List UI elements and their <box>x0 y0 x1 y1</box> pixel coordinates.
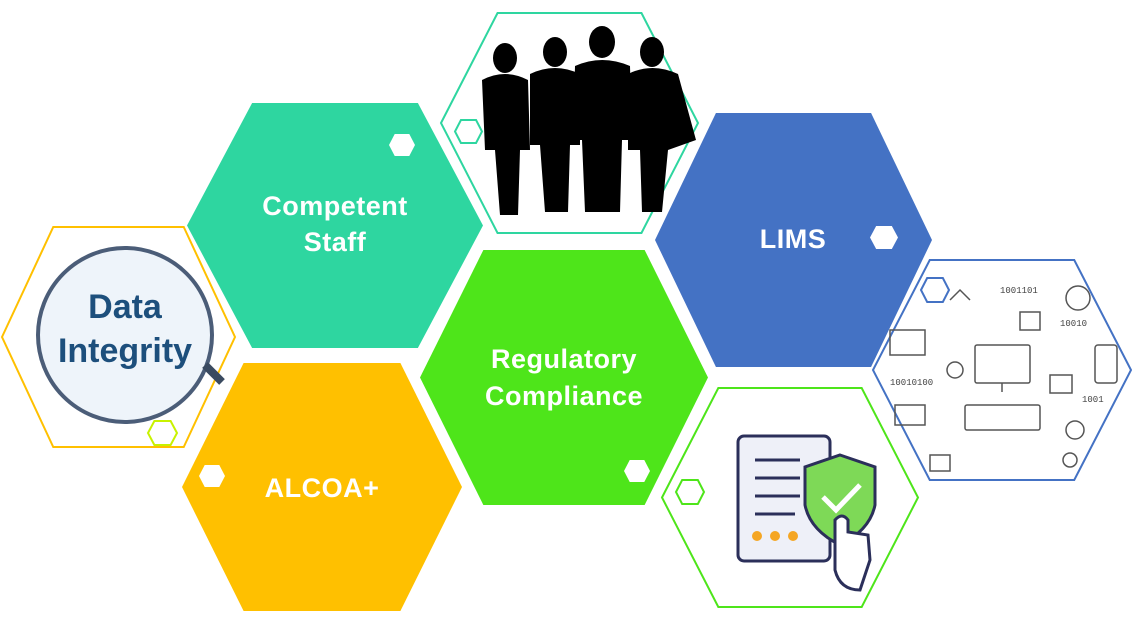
competent-staff-line-2: Staff <box>304 227 367 257</box>
competent-staff-line-1: Competent <box>262 191 408 221</box>
magnifier-lens-icon <box>36 246 214 424</box>
data-integrity-line-1: Data <box>88 288 163 326</box>
small-hex-icon <box>453 119 484 144</box>
small-hex-icon <box>199 465 225 487</box>
small-hex-icon <box>919 277 951 303</box>
alcoa-label: ALCOA+ <box>265 473 380 503</box>
pointing-hand-icon <box>833 514 872 592</box>
hexagon-shape <box>182 363 462 611</box>
small-hex-icon <box>674 479 706 505</box>
small-hex-icon <box>389 134 415 156</box>
hex-competent-staff: Competent Staff <box>187 103 483 348</box>
small-hex-icon <box>624 460 650 482</box>
hexagon-shape <box>187 103 483 348</box>
small-hex-icon <box>870 226 898 249</box>
hex-lims: LIMS <box>655 113 932 367</box>
hex-compliance-checklist <box>660 387 920 608</box>
hex-regulatory-compliance: Regulatory Compliance <box>420 250 708 505</box>
small-hex-decorations <box>146 119 951 505</box>
hex-tech-icons: 1001101 10010 10010100 1001 <box>871 259 1132 481</box>
hex-data-integrity: Data Integrity <box>0 226 237 448</box>
svg-text:1001101: 1001101 <box>1000 286 1038 296</box>
hexagon-shape <box>420 250 708 505</box>
hex-staff-photo <box>439 12 700 234</box>
hexagon-shape <box>655 113 932 367</box>
small-hex-icon <box>146 420 179 446</box>
lims-label: LIMS <box>760 224 827 254</box>
binary-decoration: 1001101 10010 10010100 1001 <box>890 286 1104 405</box>
magnifier-handle-icon <box>202 362 225 385</box>
svg-text:1001: 1001 <box>1082 395 1104 405</box>
people-silhouettes-icon <box>482 26 696 215</box>
hexagon-shape <box>871 259 1132 481</box>
svg-text:10010: 10010 <box>1060 319 1087 329</box>
regulatory-compliance-line-1: Regulatory <box>491 344 637 374</box>
data-integrity-line-2: Integrity <box>58 332 192 370</box>
svg-text:10010100: 10010100 <box>890 378 933 388</box>
hex-alcoa: ALCOA+ <box>182 363 462 611</box>
technology-icons-pattern <box>889 285 1118 472</box>
regulatory-compliance-line-2: Compliance <box>485 381 643 411</box>
